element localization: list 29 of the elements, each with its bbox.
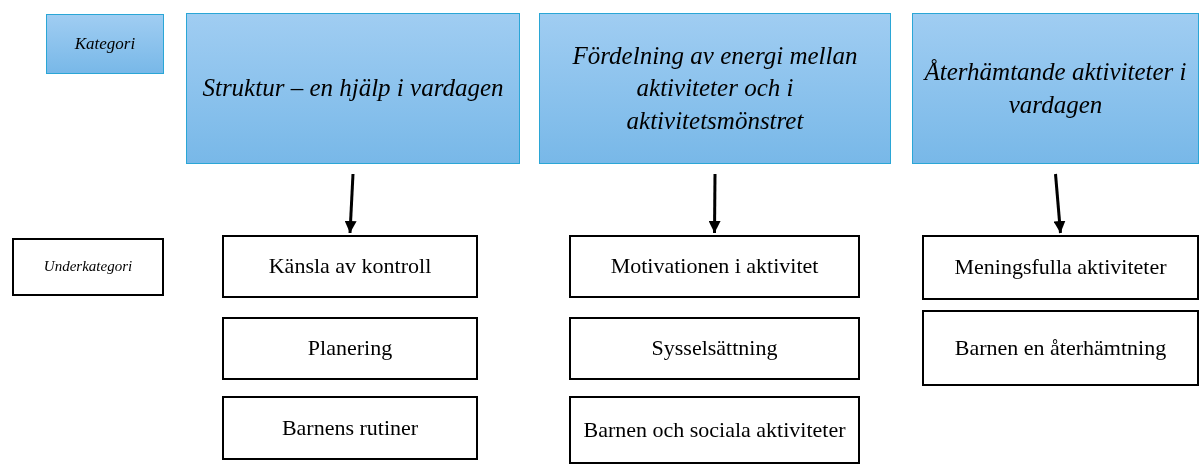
subcategory-legend-box <box>12 238 164 296</box>
box-label: Motivationen i aktivitet <box>610 252 819 281</box>
box-label: Kategori <box>74 32 136 55</box>
subcategory-box <box>569 396 860 464</box>
arrow <box>1053 173 1066 234</box>
box-label: Planering <box>307 334 393 363</box>
category-legend-box <box>46 14 164 74</box>
subcategory-box <box>222 235 478 298</box>
box-label: Barnen och sociala aktiviteter <box>583 415 846 444</box>
arrow <box>708 174 721 233</box>
subcategory-box <box>569 317 860 380</box>
box-label: Meningsfulla aktiviteter <box>954 253 1167 282</box>
subcategory-box <box>222 396 478 460</box>
box-label: Barnen en återhämtning <box>954 333 1167 362</box>
category-box <box>186 13 520 164</box>
category-box <box>539 13 891 164</box>
box-label: Underkategori <box>43 257 133 277</box>
box-label: Sysselsättning <box>651 334 778 363</box>
box-label: Struktur – en hjälp i vardagen <box>202 73 504 104</box>
subcategory-box <box>922 235 1199 300</box>
subcategory-box <box>922 310 1199 386</box>
box-label: Återhämtande aktiviteter i vardagen <box>922 57 1188 120</box>
subcategory-box <box>222 317 478 380</box>
box-label: Fördelning av energi mellan aktiviteter och i aktivitetsmönstret <box>571 40 859 136</box>
subcategory-box <box>569 235 860 298</box>
category-box <box>912 13 1199 164</box>
box-label: Känsla av kontroll <box>268 252 432 281</box>
arrow <box>344 173 357 234</box>
box-label: Barnens rutiner <box>281 413 419 442</box>
